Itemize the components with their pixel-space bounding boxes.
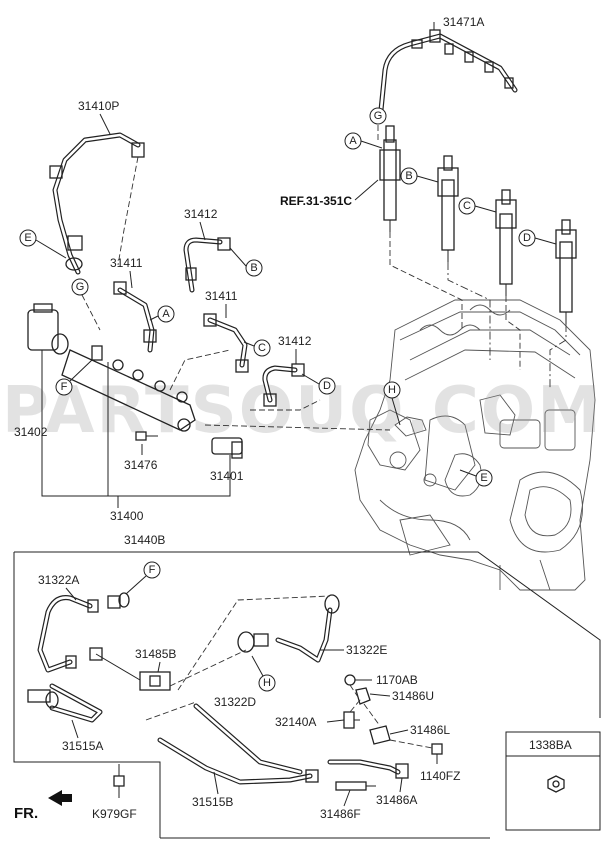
callout-d-injector[interactable]: D [518, 229, 536, 247]
part-label-31515A[interactable]: 31515A [62, 739, 103, 753]
part-label-31486A[interactable]: 31486A [376, 793, 417, 807]
svg-text:E: E [480, 472, 487, 484]
part-label-K979GF[interactable]: K979GF [92, 807, 137, 821]
part-label-31401[interactable]: 31401 [210, 469, 244, 483]
watermark: PARTSOUQ.COM [2, 374, 603, 448]
fuel-injector-2[interactable] [437, 155, 459, 262]
callout-g-harness[interactable]: G [369, 107, 387, 125]
legend-part-number: 1338BA [529, 738, 572, 752]
fuel-hose-31322D[interactable] [193, 703, 303, 775]
bolt-31476[interactable] [135, 431, 158, 441]
bolt-K979GF[interactable] [113, 764, 125, 798]
part-label-31471A[interactable]: 31471A [443, 15, 484, 29]
svg-text:E: E [24, 232, 31, 244]
part-label-31322A[interactable]: 31322A [38, 573, 79, 587]
fuel-hose-31322E[interactable] [237, 594, 340, 663]
callout-h-engine[interactable]: H [383, 381, 401, 399]
part-label-31411-lower[interactable]: 31411 [205, 289, 238, 303]
injector-pipe-31411-lower[interactable] [203, 313, 249, 373]
injector-pipe-31411-upper[interactable] [113, 281, 157, 353]
fuel-injector-4[interactable] [555, 219, 577, 324]
part-label-1140FZ[interactable]: 1140FZ [420, 769, 460, 783]
callout-d-pipe[interactable]: D [318, 377, 336, 395]
callout-g-wiring[interactable]: G [71, 278, 89, 296]
tube-31486A[interactable] [327, 759, 409, 779]
fuel-hose-31322A[interactable] [37, 595, 99, 673]
fuel-injector-1[interactable] [379, 125, 401, 232]
part-label-1170AB[interactable]: 1170AB [376, 673, 418, 687]
bracket-31486L[interactable] [369, 725, 391, 745]
fuel-line-group-frame [14, 551, 601, 718]
bolt-1170AB[interactable] [344, 674, 372, 686]
injector-wiring-harness[interactable] [377, 22, 518, 123]
callout-f-hose[interactable]: F [143, 561, 161, 579]
bolt-1140FZ[interactable] [431, 743, 443, 764]
part-label-31476[interactable]: 31476 [124, 458, 158, 472]
svg-text:G: G [76, 281, 85, 293]
connector-f-fitting[interactable] [107, 592, 130, 609]
fitting-31486F[interactable] [335, 781, 376, 791]
svg-text:C: C [463, 200, 471, 212]
part-label-31402[interactable]: 31402 [14, 425, 48, 439]
part-label-31486U[interactable]: 31486U [392, 689, 434, 703]
hex-nut-icon [547, 775, 565, 793]
svg-text:B: B [250, 262, 257, 274]
part-label-31322D[interactable]: 31322D [214, 695, 256, 709]
injector-pipe-31412-lower[interactable] [262, 363, 305, 407]
callout-c-pipe[interactable]: C [253, 339, 271, 357]
callout-e-wiring[interactable]: E [19, 229, 37, 247]
svg-text:H: H [388, 384, 396, 396]
part-label-31412-lower[interactable]: 31412 [278, 334, 312, 348]
part-label-31515B[interactable]: 31515B [192, 795, 233, 809]
reference-label[interactable]: REF.31-351C [280, 194, 352, 208]
svg-text:A: A [349, 135, 357, 147]
svg-text:H: H [263, 677, 271, 689]
part-label-31486L[interactable]: 31486L [410, 723, 450, 737]
callout-f-rail[interactable]: F [55, 378, 73, 396]
svg-text:B: B [405, 170, 412, 182]
callout-e-engine[interactable]: E [475, 469, 493, 487]
front-arrow-icon [48, 790, 72, 806]
part-label-31400[interactable]: 31400 [110, 509, 144, 523]
callout-b-injector[interactable]: B [400, 167, 418, 185]
legend-box-1338BA[interactable]: 1338BA [505, 731, 601, 831]
pressure-sensor-wiring[interactable] [49, 132, 145, 275]
engine-block-illustration [354, 299, 596, 591]
rail-pressure-sensor-31401[interactable] [211, 437, 243, 459]
return-pipe-31515A[interactable] [27, 683, 103, 723]
part-label-31410P[interactable]: 31410P [78, 99, 119, 113]
part-label-31322E[interactable]: 31322E [346, 643, 387, 657]
front-direction-label: FR. [14, 805, 38, 822]
part-label-32140A[interactable]: 32140A [275, 715, 316, 729]
part-label-31411-upper[interactable]: 31411 [110, 256, 143, 270]
callout-b-pipe[interactable]: B [245, 259, 263, 277]
callout-h-hose[interactable]: H [258, 674, 276, 692]
injector-pipe-31412-upper[interactable] [183, 237, 231, 293]
callout-c-injector[interactable]: C [458, 197, 476, 215]
svg-text:G: G [374, 110, 383, 122]
common-rail-assembly[interactable] [27, 303, 196, 432]
svg-text:D: D [323, 380, 331, 392]
svg-text:A: A [162, 308, 170, 320]
clip-32140A[interactable] [343, 711, 360, 729]
part-label-31440B[interactable]: 31440B [124, 533, 165, 547]
svg-text:C: C [258, 342, 266, 354]
part-label-31486F[interactable]: 31486F [320, 807, 361, 821]
supply-pipe-31515B[interactable] [157, 737, 319, 785]
svg-text:D: D [523, 232, 531, 244]
callout-a-pipe[interactable]: A [157, 305, 175, 323]
callout-a-injector[interactable]: A [344, 132, 362, 150]
svg-text:F: F [61, 381, 68, 393]
quick-connector-31485B[interactable] [89, 647, 171, 691]
bracket-31486U[interactable] [355, 687, 371, 705]
svg-text:F: F [149, 564, 156, 576]
part-label-31485B[interactable]: 31485B [135, 647, 176, 661]
part-label-31412-upper[interactable]: 31412 [184, 207, 218, 221]
fuel-injector-3[interactable] [495, 189, 517, 296]
